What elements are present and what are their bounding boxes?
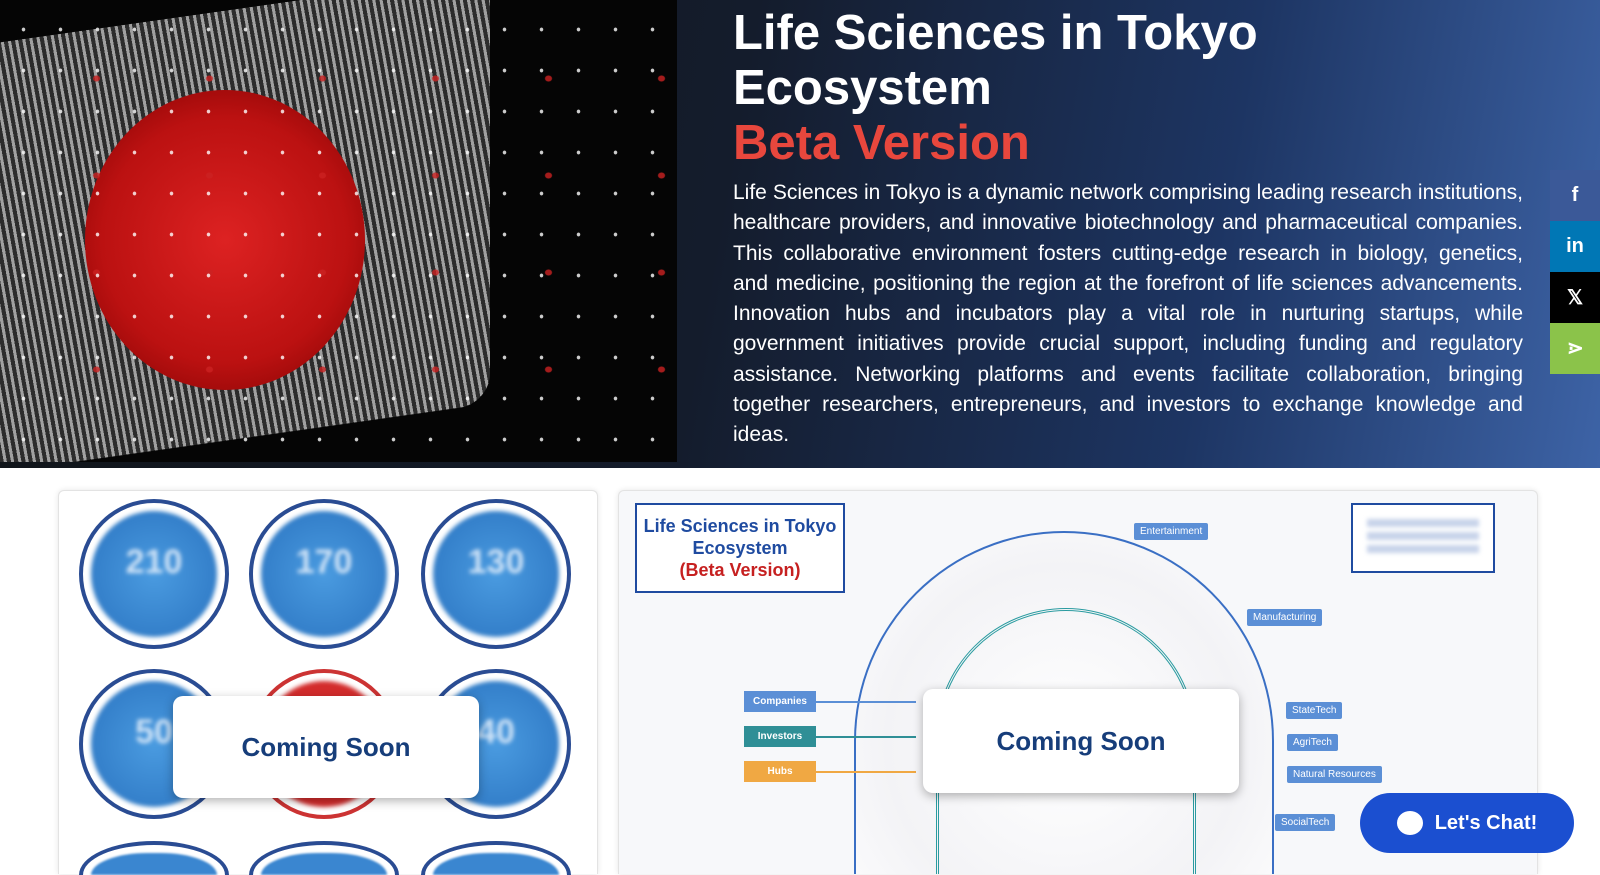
- linkedin-icon: in: [1566, 235, 1584, 257]
- stats-card: 210 170 130 50 40 Coming Soon: [58, 490, 598, 875]
- stat-circle: 170: [249, 499, 399, 649]
- chat-button[interactable]: Let's Chat!: [1360, 793, 1574, 853]
- page-title: Life Sciences in Tokyo Ecosystem: [733, 6, 1258, 115]
- x-share-button[interactable]: 𝕏: [1550, 272, 1600, 323]
- x-icon: 𝕏: [1566, 287, 1584, 309]
- category-tag: Manufacturing: [1247, 609, 1323, 626]
- stat-circle: 130: [421, 499, 571, 649]
- ecosystem-title-box: Life Sciences in Tokyo Ecosystem (Beta V…: [635, 503, 845, 593]
- coming-soon-overlay: Coming Soon: [923, 689, 1239, 793]
- chat-label: Let's Chat!: [1434, 811, 1538, 834]
- hero-banner: Life Sciences in Tokyo Ecosystem Beta Ve…: [0, 0, 1600, 468]
- stat-circle: [249, 841, 399, 875]
- share-button[interactable]: ⋖: [1550, 323, 1600, 374]
- ecosystem-title: Life Sciences in Tokyo: [643, 516, 837, 536]
- counts-box: [1351, 503, 1495, 573]
- legend-hubs: Hubs: [744, 761, 816, 782]
- facebook-share-button[interactable]: f: [1550, 170, 1600, 221]
- chat-bubble-icon: [1396, 811, 1423, 835]
- stat-circle: [421, 841, 571, 875]
- category-tag: SocialTech: [1275, 814, 1336, 831]
- category-tag: StateTech: [1286, 702, 1343, 719]
- share-icon: ⋖: [1566, 337, 1584, 359]
- beta-label: Beta Version: [733, 116, 1030, 170]
- stat-circle: [79, 841, 229, 875]
- ecosystem-beta: (Beta Version): [679, 560, 801, 580]
- japan-flag-image: [0, 0, 677, 462]
- legend-companies: Companies: [744, 691, 816, 712]
- category-tag: Natural Resources: [1287, 766, 1382, 783]
- hero-description: Life Sciences in Tokyo is a dynamic netw…: [733, 181, 1523, 447]
- facebook-icon: f: [1571, 184, 1579, 206]
- stat-circle: 210: [79, 499, 229, 649]
- category-tag: AgriTech: [1287, 734, 1338, 751]
- ecosystem-title: Ecosystem: [692, 538, 788, 558]
- category-tag: Entertainment: [1134, 523, 1209, 540]
- linkedin-share-button[interactable]: in: [1550, 221, 1600, 272]
- coming-soon-overlay: Coming Soon: [173, 696, 479, 798]
- legend-investors: Investors: [744, 726, 816, 747]
